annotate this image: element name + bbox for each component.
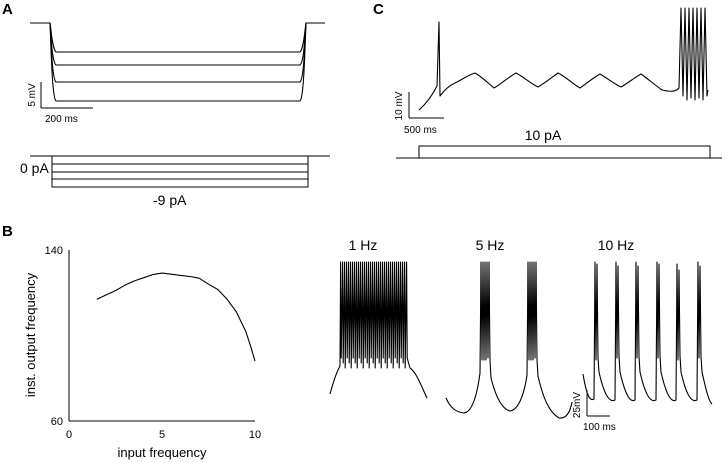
current-end-label: -9 pA bbox=[153, 192, 187, 208]
panel-a-current-protocol: 0 pA -9 pA bbox=[20, 155, 330, 208]
voltage-scale-label: 5 mV bbox=[27, 83, 38, 107]
panel-b-scale-bar: 25mV 100 ms bbox=[572, 390, 616, 433]
current-start-label: 0 pA bbox=[20, 160, 49, 176]
spike-trace-10hz: 10 Hz bbox=[582, 237, 713, 405]
panel-c-trace bbox=[418, 7, 709, 111]
panel-a-scale-bar: 5 mV 200 ms bbox=[27, 82, 93, 125]
x-tick-label-10: 10 bbox=[249, 429, 261, 441]
chart-marks: 0 5 10 60 140 bbox=[45, 245, 261, 441]
current-step-1 bbox=[51, 156, 309, 165]
voltage-trace-10hz bbox=[582, 261, 713, 405]
current-step-2 bbox=[51, 164, 309, 173]
panel-c-current-label: 10 pA bbox=[525, 127, 562, 143]
voltage-trace-4 bbox=[49, 22, 307, 102]
x-tick-label-5: 5 bbox=[159, 429, 165, 441]
spike-trace-5hz: 5 Hz bbox=[445, 237, 573, 419]
voltage-trace-2 bbox=[49, 22, 307, 66]
current-step-3 bbox=[51, 172, 309, 180]
panel-c-scale-bar: 10 mV 500 ms bbox=[394, 91, 444, 136]
panel-c-current-step bbox=[418, 145, 711, 158]
y-tick-label-60: 60 bbox=[51, 416, 63, 428]
panel-c-time-scale-label: 500 ms bbox=[404, 125, 437, 136]
series-line-1 bbox=[96, 272, 256, 362]
input-output-chart: 0 5 10 60 140 input frequency inst. output f… bbox=[23, 245, 261, 460]
panel-a-label: A bbox=[2, 1, 13, 18]
y-tick-label-140: 140 bbox=[45, 245, 63, 257]
voltage-trace-1hz bbox=[329, 261, 428, 399]
panel-c-voltage-trace bbox=[418, 7, 709, 111]
time-scale-label: 200 ms bbox=[45, 114, 78, 125]
spike-trace-1hz: 1 Hz bbox=[329, 237, 428, 399]
x-tick-label-0: 0 bbox=[66, 429, 72, 441]
panel-b-time-scale-label: 100 ms bbox=[583, 422, 616, 433]
chart-x-axis-label: input frequency bbox=[118, 445, 207, 460]
panel-c-label: C bbox=[373, 1, 384, 18]
panel-b-voltage-scale-label: 25mV bbox=[572, 392, 583, 418]
panel-b-label: B bbox=[2, 223, 13, 240]
panel-c-voltage-scale-label: 10 mV bbox=[394, 91, 405, 120]
trace-label-10hz: 10 Hz bbox=[598, 237, 635, 253]
current-step-4 bbox=[51, 179, 309, 188]
trace-label-1hz: 1 Hz bbox=[349, 237, 378, 253]
chart-y-axis-label: inst. output frequency bbox=[23, 272, 38, 397]
voltage-trace-1 bbox=[30, 22, 325, 53]
panel-c-current-protocol: 10 pA bbox=[396, 127, 722, 159]
voltage-trace-5hz bbox=[445, 261, 573, 419]
panel-a-voltage-traces bbox=[30, 22, 325, 102]
trace-label-5hz: 5 Hz bbox=[476, 237, 505, 253]
